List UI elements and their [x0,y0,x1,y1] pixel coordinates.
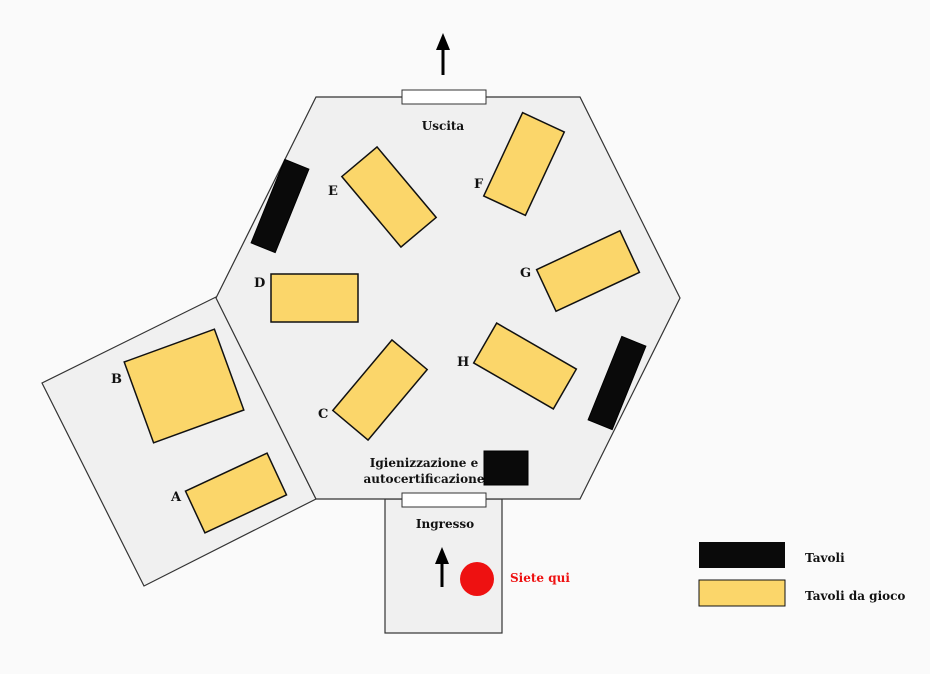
game-table-d[interactable] [270,273,359,323]
game-table-a[interactable] [184,452,288,534]
game-table-e[interactable] [340,145,438,249]
legend-label-game: Tavoli da gioco [805,589,905,603]
entrance-label: Ingresso [416,517,474,531]
plain-table-left [250,158,310,254]
game-table-b[interactable] [123,328,245,444]
exit-door[interactable] [401,89,487,105]
table-label-f: F [474,177,484,192]
table-label-e: E [328,184,338,199]
table-label-c: C [318,407,328,422]
sanitize-label-line2: autocertificazione [364,472,485,486]
entrance-door[interactable] [401,492,487,508]
you-are-here-label: Siete qui [510,571,570,585]
legend: Tavoli Tavoli da gioco [698,542,905,607]
game-table-h[interactable] [472,322,578,410]
game-table-g[interactable] [535,229,641,313]
table-label-g: G [520,266,531,281]
exit-label: Uscita [422,119,465,133]
legend-label-plain: Tavoli [805,551,845,565]
you-are-here-marker [460,562,494,596]
table-label-a: A [170,490,182,505]
main-hall [215,96,681,500]
table-label-h: H [457,355,469,370]
exit-arrow-icon [436,33,450,75]
legend-swatch-game [698,579,786,607]
table-label-b: B [111,372,122,387]
table-label-d: D [254,276,265,291]
sanitize-station [483,450,529,486]
sanitize-label-line1: Igienizzazione e [370,456,479,470]
plain-table-right [587,335,647,431]
legend-swatch-plain [699,542,785,568]
game-table-c[interactable] [331,338,429,442]
entrance-arrow-icon [435,547,449,587]
game-table-f[interactable] [482,111,566,217]
